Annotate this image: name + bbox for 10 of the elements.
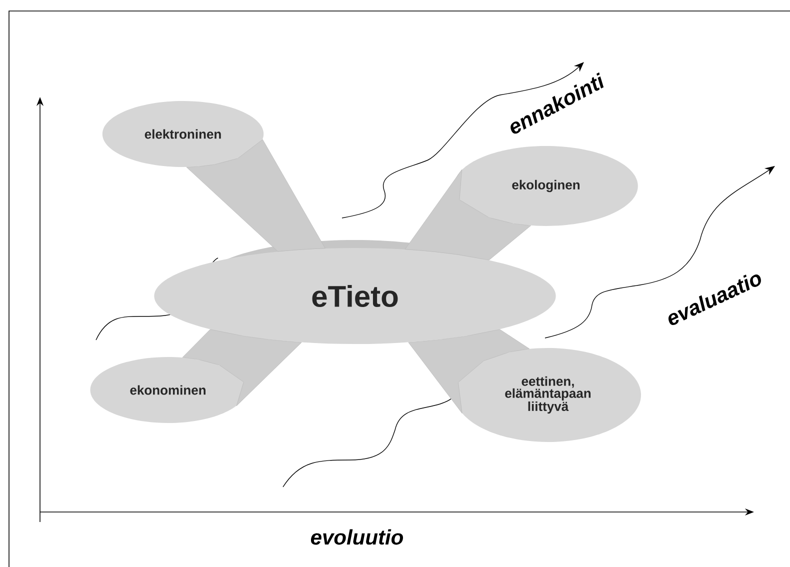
tube-connector [186, 139, 326, 252]
tube-connector [404, 169, 531, 260]
ellipse-node: eettinen, elämäntapaan liittyvä [455, 348, 641, 442]
ellipse-node: elektroninen [102, 101, 264, 167]
tube-connector [182, 329, 302, 406]
ellipse-node: ekonominen [90, 357, 246, 423]
tube-connector [408, 329, 530, 414]
central-disc: eTieto [154, 240, 556, 344]
axis-label: evoluutio [310, 529, 403, 545]
ellipse-node: ekologinen [454, 146, 638, 226]
